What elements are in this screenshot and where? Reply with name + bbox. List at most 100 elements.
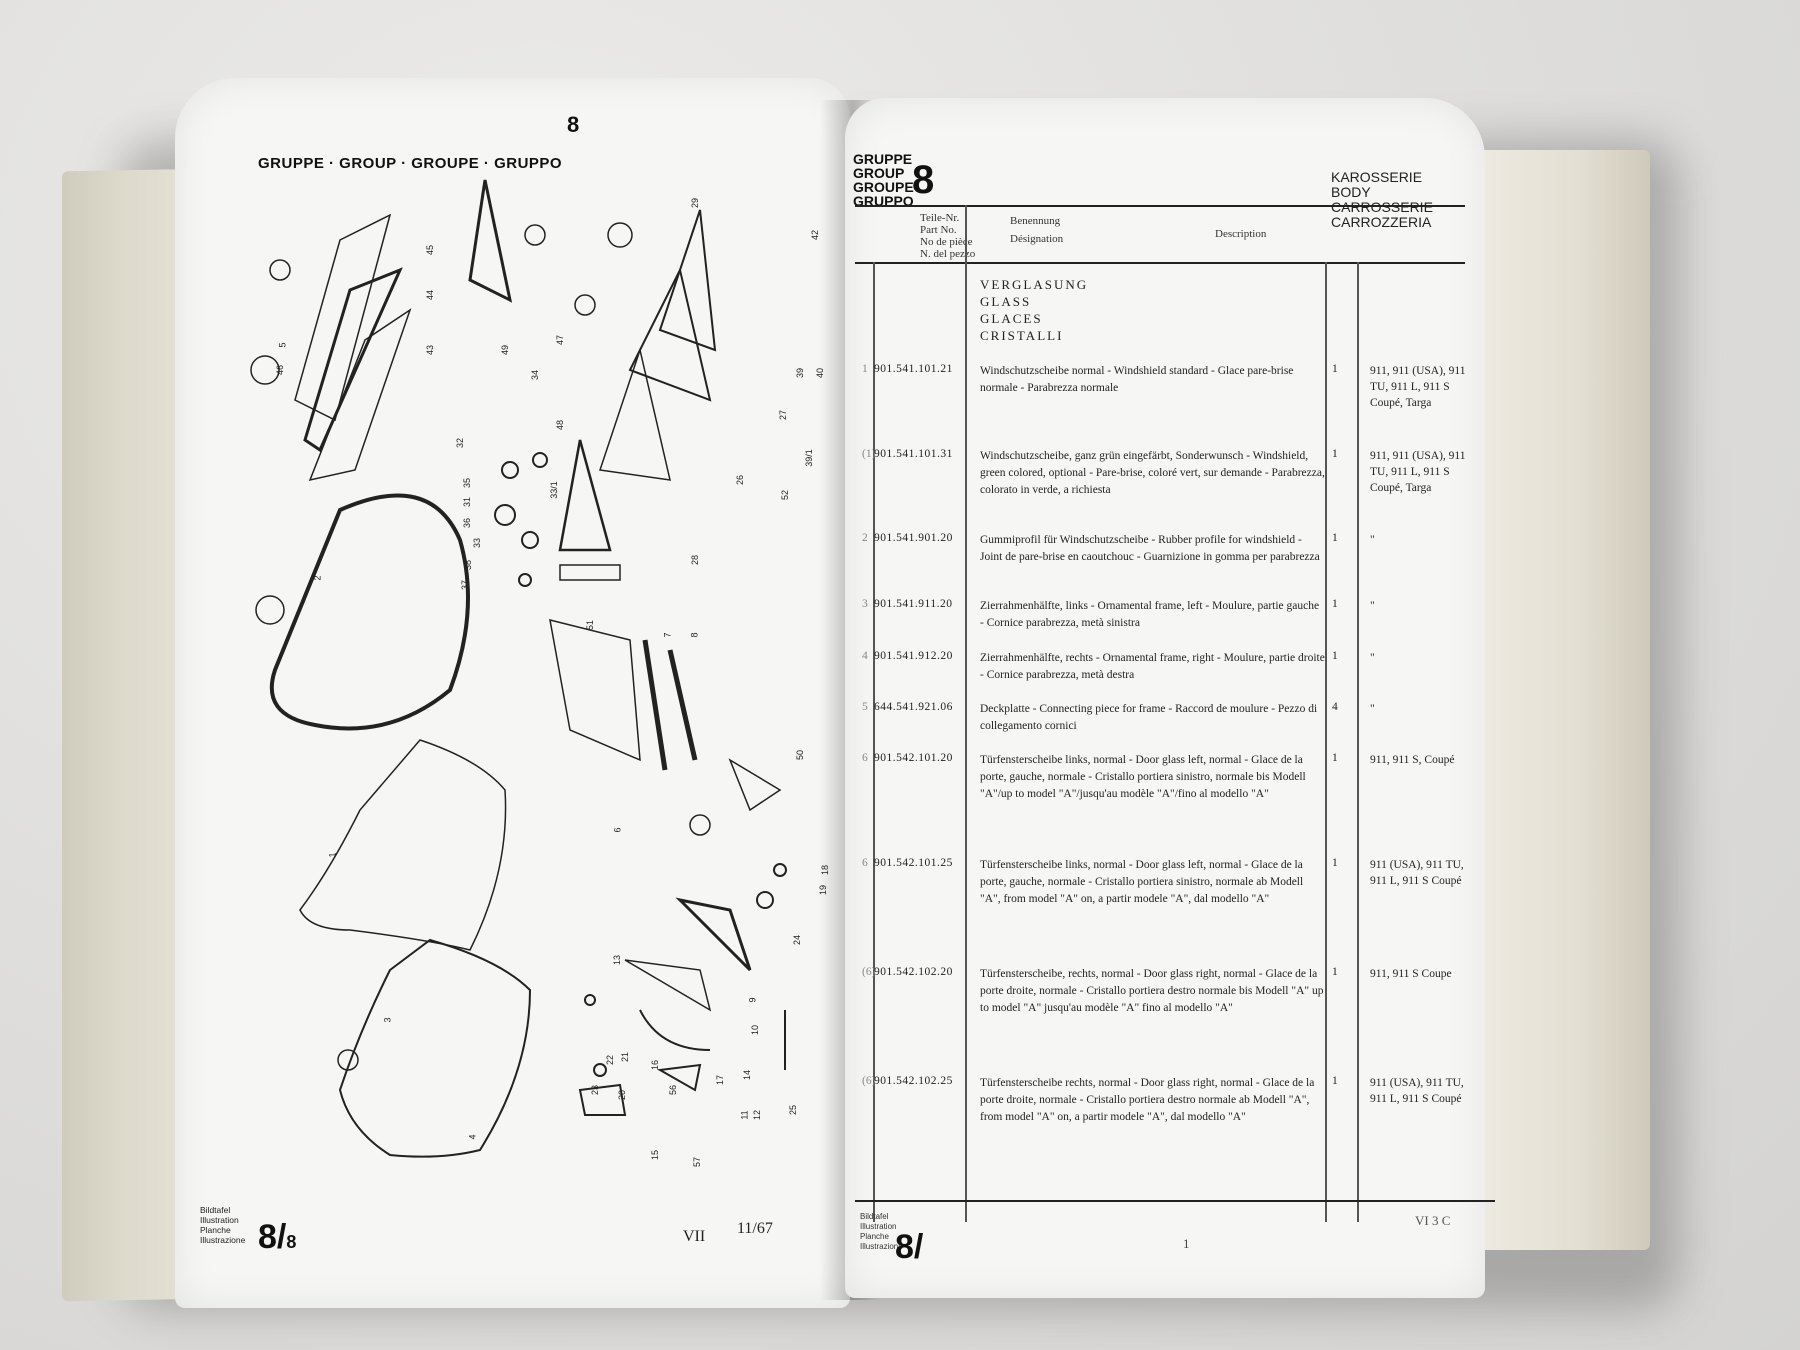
callout-number: 16 (650, 1059, 661, 1071)
right-group-number: 8 (912, 158, 935, 202)
left-footer-date: 11/67 (737, 1220, 773, 1237)
callout-number: 4 (467, 1134, 478, 1140)
ornamental-frame-shape (338, 938, 532, 1158)
bolt-shape (532, 452, 548, 468)
bolt-shape (756, 891, 774, 909)
vent-glass-shape (624, 959, 712, 1012)
bolt-shape (584, 994, 596, 1006)
callout-number: 28 (690, 554, 701, 566)
left-footer-roman: VII (683, 1228, 706, 1245)
callout-number: 8 (689, 632, 700, 638)
callout-number: 46 (275, 364, 286, 376)
callout-number: 5 (277, 342, 288, 348)
left-footer-plate: 8/8 (258, 1218, 297, 1256)
bolt-shape (773, 863, 787, 877)
header-rule (855, 205, 1465, 207)
footer-rule (855, 1200, 1495, 1202)
callout-number: 6 (612, 827, 623, 833)
windshield-glass-shape (308, 308, 412, 482)
right-footer-plate: 8/ (895, 1228, 924, 1266)
small-vent-shape (728, 758, 782, 812)
handle-shape (578, 1083, 627, 1116)
callout-number: 43 (425, 344, 436, 356)
callout-number: 9 (747, 997, 758, 1003)
callout-number: 10 (750, 1024, 761, 1036)
right-page (845, 98, 1485, 1298)
bolt-shape (593, 1063, 607, 1077)
callout-number: 12 (752, 1109, 763, 1121)
callout-number: 32 (455, 437, 466, 449)
callout-number: 39 (795, 367, 806, 379)
callout-number: 57 (692, 1156, 703, 1168)
rubber-seal-shape (269, 493, 470, 731)
model-symbol-icon (689, 814, 711, 836)
model-symbol-icon (607, 222, 633, 248)
callout-number: 3 (382, 1017, 393, 1023)
callout-number: 40 (815, 367, 826, 379)
callout-number: 45 (425, 244, 436, 256)
bolt-shape (494, 504, 516, 526)
quarter-glass-shape (658, 209, 717, 352)
callout-number: 38 (463, 559, 474, 571)
callout-number: 31 (462, 496, 473, 508)
section-title: VERGLASUNG GLASS GLACES CRISTALLI (980, 277, 1089, 343)
callout-number: 13 (612, 954, 623, 966)
right-footer-code: VI 3 C (1415, 1213, 1451, 1228)
callout-number: 15 (650, 1149, 661, 1161)
col-divider (965, 205, 967, 1222)
callout-number: 17 (715, 1074, 726, 1086)
model-symbol-icon (524, 224, 546, 246)
col-divider (1357, 262, 1359, 1222)
callout-number: 50 (795, 749, 806, 761)
callout-number: 20 (617, 1089, 628, 1101)
karosserie-header: KAROSSERIE BODY CARROSSERIE CARROZZERIA (1331, 169, 1433, 230)
left-group-header: GRUPPE · GROUP · GROUPE · GRUPPO (258, 155, 563, 172)
model-symbol-icon (574, 294, 596, 316)
callout-number: 56 (668, 1084, 679, 1096)
callout-number: 47 (555, 334, 566, 346)
callout-number: 51 (585, 619, 596, 631)
callout-number: 2 (312, 575, 323, 581)
channel-shape (642, 639, 668, 771)
header-rule-bottom (855, 262, 1465, 264)
strip-shape (559, 564, 621, 581)
handle-shape (656, 1063, 702, 1092)
model-symbol-icon (269, 259, 291, 281)
callout-number: 18 (820, 864, 831, 876)
callout-number: 36 (462, 517, 473, 529)
callout-number: 35 (462, 477, 473, 489)
callout-number: 23 (590, 1084, 601, 1096)
rod-shape (639, 1009, 711, 1051)
callout-number: 11 (739, 1110, 750, 1120)
left-group-number: 8 (567, 112, 580, 137)
right-group-header: GRUPPE GROUP GROUPE GRUPPO (853, 151, 914, 209)
callout-number: 37 (460, 579, 471, 591)
callout-number: 29 (690, 197, 701, 209)
windshield-glass-shape (294, 213, 392, 422)
callout-number: 14 (742, 1069, 753, 1081)
quarter-glass-shape (558, 439, 612, 552)
bolt-shape (518, 573, 532, 587)
right-footer-page: 1 (1183, 1236, 1190, 1251)
vent-window-shape (468, 179, 513, 303)
callout-number: 39/1 (803, 449, 814, 467)
callout-number: 26 (735, 474, 746, 486)
callout-number: 27 (778, 409, 789, 421)
model-symbol-icon (255, 595, 285, 625)
callout-number: 42 (810, 229, 821, 241)
callout-number: 34 (530, 369, 541, 381)
callout-number: 44 (425, 289, 436, 301)
door-glass-shape (549, 618, 641, 762)
quarter-glass-shape (599, 347, 671, 481)
callout-number: 49 (500, 344, 511, 356)
quarter-glass-shape (628, 267, 712, 402)
vent-frame-shape (675, 897, 752, 972)
right-page-edges (1470, 150, 1650, 1250)
col-header-benennung: Benennung Désignation (1010, 215, 1064, 245)
callout-number: 7 (662, 632, 673, 638)
callout-number: 1 (327, 852, 338, 858)
col-header-partno: Teile-Nr. Part No. No de pièce N. del pe… (920, 212, 976, 260)
windshield-glass-shape (303, 267, 403, 453)
channel-shape (667, 649, 698, 761)
callout-number: 33/1 (548, 481, 559, 499)
